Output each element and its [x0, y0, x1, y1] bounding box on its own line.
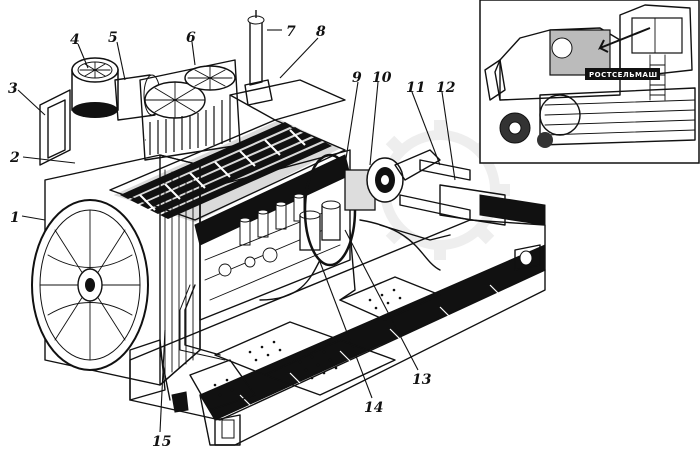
callout-6: 6	[186, 30, 196, 46]
cylinder-head-cooling-fins	[120, 122, 332, 219]
callout-5: 5	[108, 30, 118, 46]
callout-4: 4	[70, 32, 80, 48]
combine-harvester-inset: РОСТСЕЛЬМАШ	[479, 0, 700, 164]
callout-14: 14	[364, 400, 383, 416]
fuel-injection-pump	[239, 193, 305, 246]
arrow-icon	[597, 27, 651, 53]
callout-2: 2	[9, 150, 20, 166]
callout-12: 12	[436, 80, 456, 96]
brand-label: РОСТСЕЛЬМАШ	[589, 71, 658, 79]
callout-1: 1	[10, 210, 20, 226]
mounting-frame	[129, 219, 546, 421]
callout-7: 7	[286, 24, 296, 40]
callout-13: 13	[412, 372, 432, 388]
callout-3: 3	[8, 81, 18, 97]
engine-block	[199, 149, 351, 321]
air-cleaner-handle	[39, 89, 71, 166]
pre-cleaner	[71, 57, 119, 118]
fan	[31, 199, 149, 371]
callout-15: 15	[152, 434, 171, 450]
air-cleaner	[139, 59, 241, 161]
engine-assembly	[31, 10, 546, 446]
callout-9: 9	[352, 70, 362, 86]
oil-filters	[299, 200, 341, 251]
coolant-pipes	[179, 219, 451, 361]
callout-labels: 1 2 3 4 5 6 7 8 9 10 11 12 13 14 15	[8, 24, 456, 450]
callout-11: 11	[406, 80, 425, 96]
exhaust-pipe	[244, 10, 273, 106]
callout-10: 10	[372, 70, 392, 86]
perforated-floor	[214, 276, 441, 396]
callout-leaders	[17, 29, 456, 433]
top-cover	[229, 79, 346, 121]
clutch-and-pulley	[344, 149, 441, 211]
callout-8: 8	[316, 24, 326, 40]
